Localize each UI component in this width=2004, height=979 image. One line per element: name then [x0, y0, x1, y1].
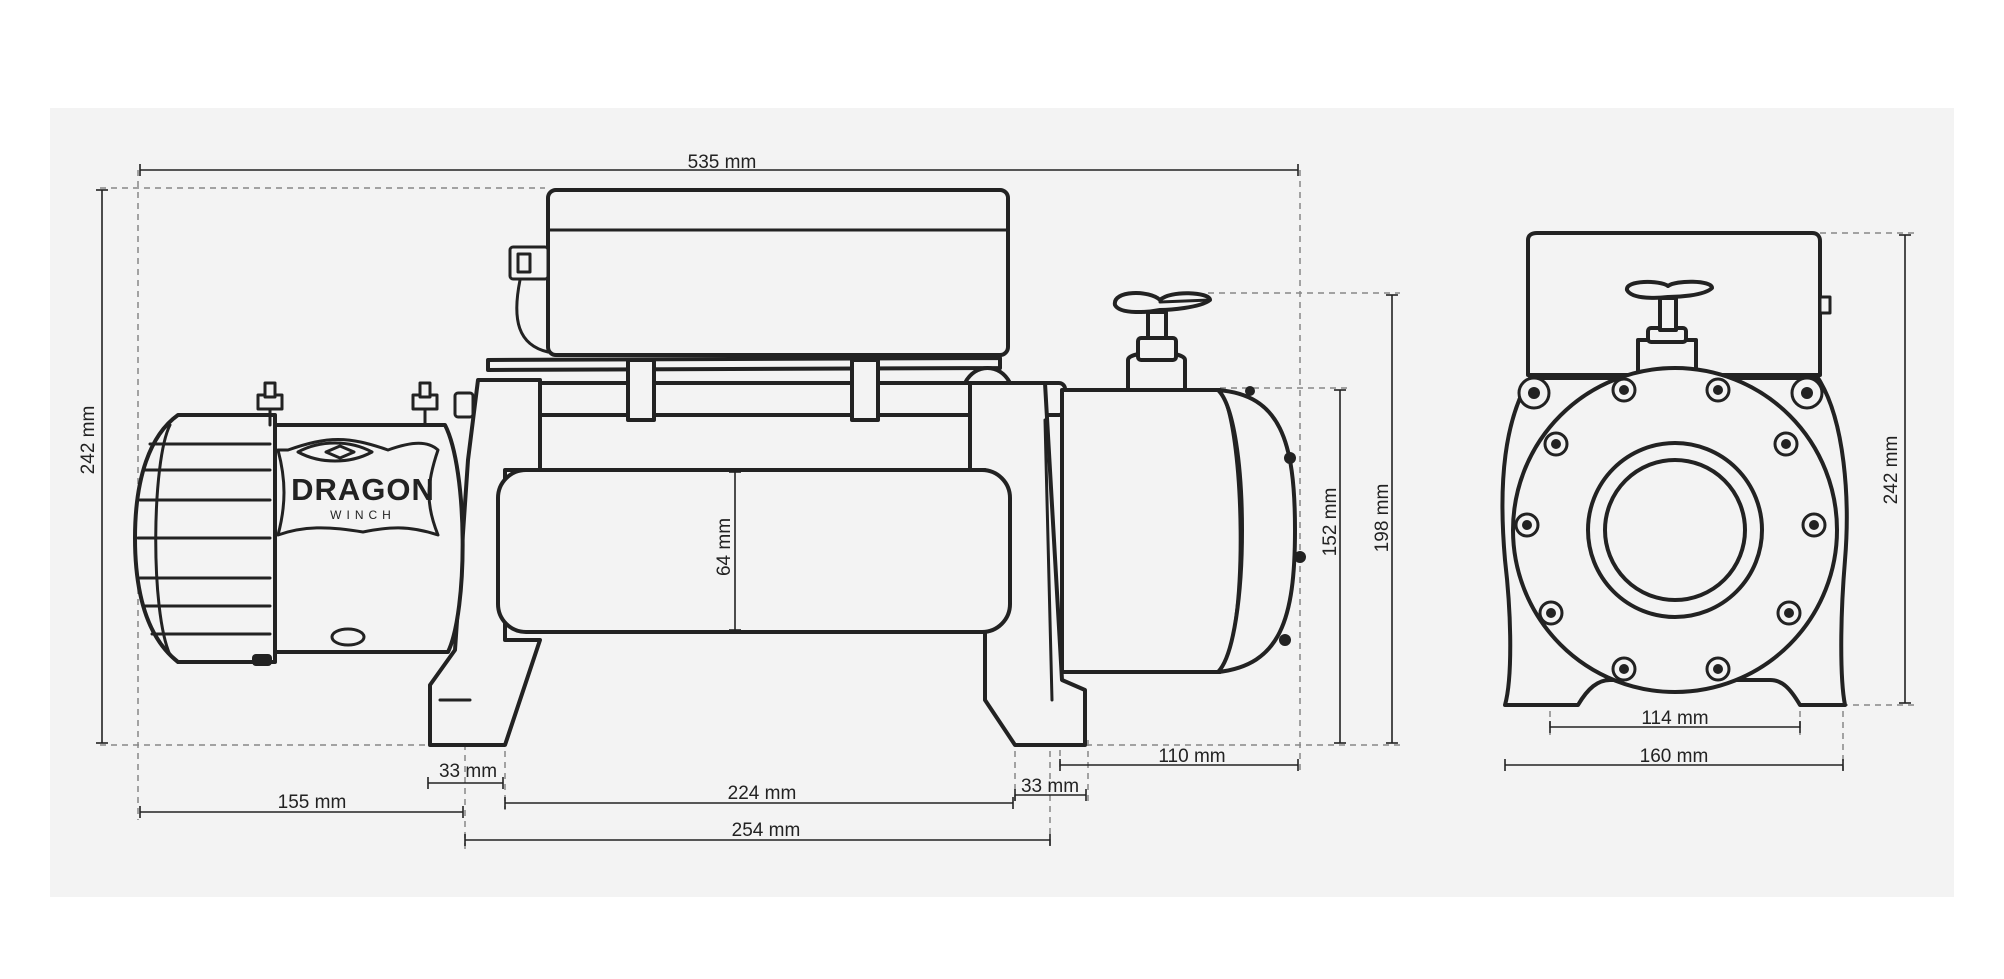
- side-dimension-lines: [96, 164, 1398, 846]
- brand-logo: DRAGON WINCH: [276, 438, 440, 537]
- dim-end-bolt-span: 114 mm: [1641, 708, 1708, 729]
- winch-end-view: 242 mm 114 mm 160 mm: [1500, 231, 1918, 771]
- dim-overall-length: 535 mm: [688, 152, 757, 173]
- dim-end-width: 160 mm: [1640, 746, 1709, 767]
- control-box: [508, 188, 1010, 357]
- dim-clutch-height: 198 mm: [1372, 484, 1393, 553]
- rope-drum: [496, 468, 1012, 634]
- winch-side-view: DRAGON WINCH: [78, 152, 1400, 850]
- side-dimension-labels: 535 mm 242 mm 64 mm 155 mm 33 mm 224 mm …: [78, 152, 1393, 841]
- dim-end-height: 242 mm: [1881, 436, 1902, 505]
- end-control-box: [1526, 231, 1832, 377]
- end-dimension-lines: [1504, 234, 1911, 771]
- dim-gearbox-height: 152 mm: [1320, 488, 1341, 557]
- end-bolt-circle: [1514, 377, 1827, 682]
- brand-name: DRAGON: [291, 472, 435, 507]
- brand-subname: WINCH: [330, 508, 396, 522]
- dim-foot-left: 33 mm: [439, 761, 497, 782]
- dim-overall-height: 242 mm: [78, 406, 99, 475]
- end-housing: [1500, 366, 1849, 707]
- end-dimension-labels: 242 mm 114 mm 160 mm: [1640, 436, 1902, 767]
- dim-motor-offset: 155 mm: [278, 792, 347, 813]
- gearbox: [1060, 291, 1306, 674]
- dim-drum-length: 224 mm: [728, 783, 797, 804]
- dim-mount-span: 254 mm: [732, 820, 801, 841]
- dim-drum-diameter: 64 mm: [714, 518, 735, 576]
- dim-foot-right: 33 mm: [1021, 776, 1079, 797]
- dim-gearbox-length: 110 mm: [1158, 746, 1225, 767]
